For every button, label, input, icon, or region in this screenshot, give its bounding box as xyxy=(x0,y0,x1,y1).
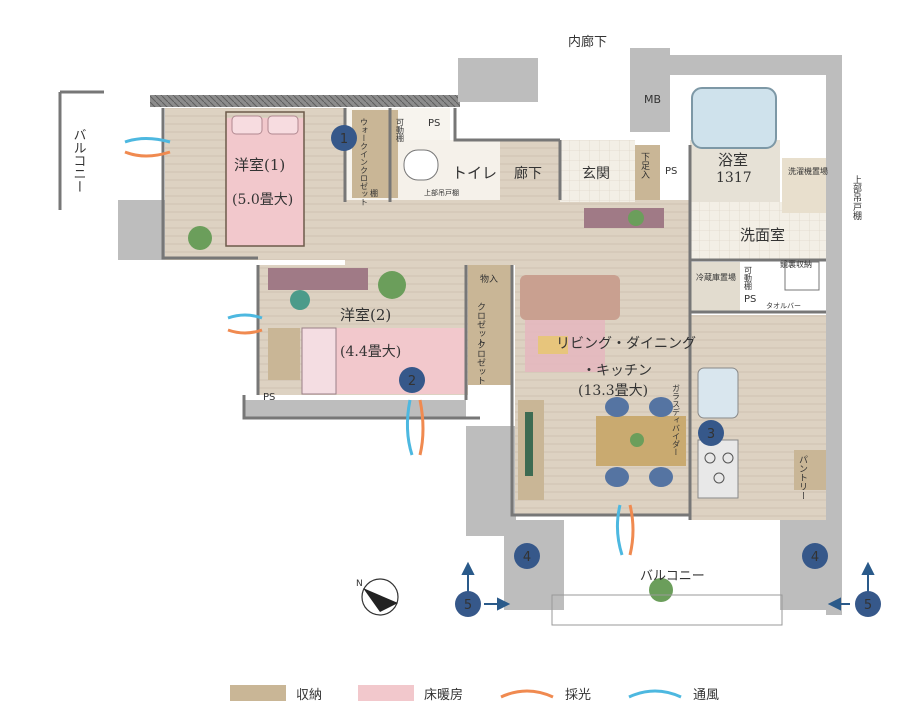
svg-text:4: 4 xyxy=(523,550,531,565)
upper-cabinet-label: 上部吊戸棚 xyxy=(424,188,459,197)
legend-ventilation-swatch xyxy=(628,689,682,699)
legend-floor-heating-swatch xyxy=(358,685,415,701)
view-marker-3: 3 xyxy=(698,420,724,446)
legend-daylight: 採光 xyxy=(499,684,591,703)
hall-label: 廊下 xyxy=(514,165,542,182)
corridor-label: 内廊下 xyxy=(568,34,607,50)
legend: 収納 床暖房 採光 通風 xyxy=(230,683,755,703)
toilet-label: トイレ xyxy=(452,164,497,182)
washer-space-label: 洗濯機置場 xyxy=(788,166,828,176)
legend-storage-swatch xyxy=(230,685,286,701)
towel-bar-label: タオルバー xyxy=(766,301,801,310)
pantry-label: パントリー xyxy=(797,455,808,500)
movable-shelf-label-1: 可動棚 xyxy=(396,118,405,143)
bath-size: 1317 xyxy=(716,170,752,186)
furniture xyxy=(188,87,820,626)
walkin-closet-label: ウォークインクロゼット xyxy=(360,118,369,206)
bedroom2-name: 洋室(2) xyxy=(340,306,391,324)
entrance-label: 玄関 xyxy=(582,165,610,182)
compass-icon: N xyxy=(356,578,399,616)
svg-text:4: 4 xyxy=(811,550,819,565)
shelf-label: 棚 xyxy=(370,188,378,198)
upper-cabinet-right-label: 上部吊戸棚 xyxy=(851,175,862,221)
view-marker-1: 1 xyxy=(331,125,357,151)
view-marker-5-left: 5 xyxy=(455,591,481,617)
legend-storage-label: 収納 xyxy=(296,687,323,703)
legend-floor-heating: 床暖房 xyxy=(358,684,463,703)
view-markers: 1 2 3 4 4 5 5 xyxy=(331,125,881,617)
legend-storage: 収納 xyxy=(230,684,322,703)
ps-label-1: PS xyxy=(428,118,440,129)
balcony-left-label: バルコニー xyxy=(71,128,87,193)
ps-label-4: PS xyxy=(263,392,275,403)
svg-text:1: 1 xyxy=(340,132,348,147)
view-marker-4-right: 4 xyxy=(802,543,828,569)
movable-shelf-label-2: 可動棚 xyxy=(744,266,753,291)
bedroom2-size: (4.4畳大) xyxy=(340,344,401,360)
ps-label-3: PS xyxy=(744,294,756,305)
svg-text:3: 3 xyxy=(707,427,715,442)
view-marker-2: 2 xyxy=(399,367,425,393)
bedroom1-size: (5.0畳大) xyxy=(232,192,293,208)
fixture-labels: MB PS PS PS PS ウォークインクロゼット 可動棚 棚 上部吊戸棚 下… xyxy=(263,93,862,500)
bedroom1-name: 洋室(1) xyxy=(234,156,285,174)
svg-text:5: 5 xyxy=(864,598,872,613)
floor-plan: N 内廊下 バルコニー 洋室(1) (5.0畳大) トイレ 廊下 玄関 浴室 1… xyxy=(58,34,881,626)
ldk-size: (13.3畳大) xyxy=(578,383,648,399)
mirror-storage-label: 鏡裏収納 xyxy=(780,259,812,269)
legend-daylight-label: 採光 xyxy=(565,687,592,703)
shoe-closet-label: 下足入 xyxy=(639,152,650,179)
legend-daylight-swatch xyxy=(500,689,554,699)
fridge-label: 冷蔵庫置場 xyxy=(696,272,736,282)
legend-ventilation: 通風 xyxy=(627,684,719,703)
svg-text:5: 5 xyxy=(464,598,472,613)
legend-ventilation-label: 通風 xyxy=(693,687,720,703)
bath-name: 浴室 xyxy=(718,151,748,169)
view-marker-4-left: 4 xyxy=(514,543,540,569)
ldk-line2: ・キッチン xyxy=(582,363,652,379)
glass-divider-label: ガラスディバイダー xyxy=(672,384,681,456)
balcony-bottom-label: バルコニー xyxy=(640,569,705,584)
ps-label-2: PS xyxy=(665,166,677,177)
view-marker-5-right: 5 xyxy=(855,591,881,617)
ventilation-arrows xyxy=(124,137,635,556)
mb-label: MB xyxy=(644,93,661,106)
storage-label: 物入 xyxy=(480,273,498,285)
washroom-label: 洗面室 xyxy=(740,226,785,244)
ldk-line1: リビング・ダイニング xyxy=(556,336,696,352)
room-labels: 内廊下 バルコニー 洋室(1) (5.0畳大) トイレ 廊下 玄関 浴室 131… xyxy=(71,34,786,584)
svg-text:2: 2 xyxy=(408,374,416,389)
closet-label-2: クロゼット xyxy=(475,340,486,385)
closet-label-1: クロゼット xyxy=(475,302,486,347)
svg-text:N: N xyxy=(356,579,363,589)
legend-floor-heating-label: 床暖房 xyxy=(424,687,464,703)
